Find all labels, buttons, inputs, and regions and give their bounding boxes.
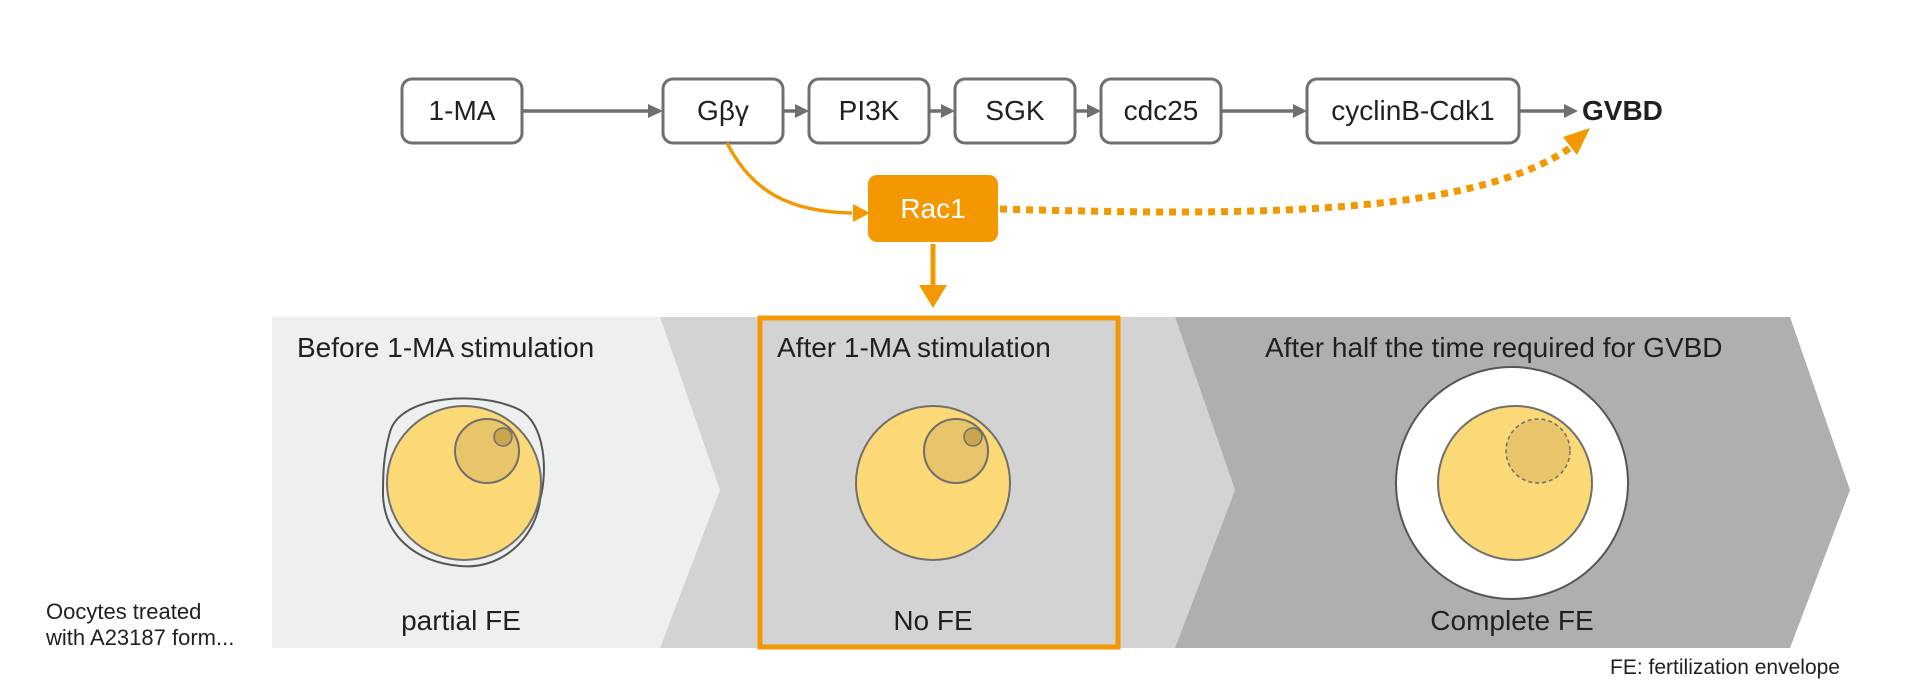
panel-caption-half-time: Complete FE	[1430, 605, 1593, 636]
arrowhead-icon	[919, 285, 947, 308]
node-label: 1-MA	[429, 95, 496, 126]
breaking-nucleus	[1505, 418, 1571, 484]
arrowhead-icon	[853, 204, 870, 222]
node-label: cdc25	[1124, 95, 1199, 126]
arrow-gbg-rac1	[725, 142, 853, 215]
node-label: cyclinB-Cdk1	[1331, 95, 1494, 126]
pathway-row: 1-MA Gβγ PI3K SGK cdc25 cyclinB-Cdk1 GVB…	[400, 77, 1663, 145]
panel-caption-after: No FE	[893, 605, 972, 636]
node-sgk: SGK	[953, 77, 1077, 145]
node-label: SGK	[985, 95, 1044, 126]
arrowhead-icon	[1563, 128, 1590, 155]
footnote: FE: fertilization envelope	[1610, 656, 1840, 679]
node-cyclinb-cdk1: cyclinB-Cdk1	[1305, 77, 1521, 145]
node-1ma: 1-MA	[400, 77, 524, 145]
side-label-line1: Oocytes treated	[46, 599, 201, 624]
nucleus	[454, 418, 520, 484]
oocyte-before	[381, 397, 545, 568]
node-gvbd: GVBD	[1582, 95, 1663, 126]
nucleolus	[493, 427, 513, 447]
node-rac1-label: Rac1	[900, 193, 965, 224]
node-rac1	[868, 175, 998, 242]
arrow-rac1-gvbd-dotted	[999, 145, 1572, 216]
side-label-line2: with A23187 form...	[45, 625, 234, 650]
panel-title-before: Before 1-MA stimulation	[297, 332, 594, 363]
panel-caption-before: partial FE	[401, 605, 521, 636]
highlight-frame	[757, 315, 1121, 650]
arrowhead-icon	[648, 104, 663, 118]
node-gbg: Gβγ	[661, 77, 785, 145]
rac1-branch: Rac1	[725, 128, 1590, 308]
node-cdc25: cdc25	[1099, 77, 1223, 145]
arrowhead-icon	[1087, 104, 1101, 118]
arrowhead-icon	[1564, 104, 1578, 118]
partial-envelope	[381, 397, 545, 568]
panel-title-after: After 1-MA stimulation	[777, 332, 1051, 363]
node-label: Gβγ	[697, 95, 749, 126]
arrowhead-icon	[795, 104, 809, 118]
oocyte-half-time	[1395, 366, 1629, 600]
panel-title-half-time: After half the time required for GVBD	[1265, 332, 1723, 363]
node-pi3k: PI3K	[807, 77, 931, 145]
oocyte-after	[855, 405, 1011, 561]
arrowhead-icon	[941, 104, 955, 118]
node-label: PI3K	[839, 95, 900, 126]
nucleolus	[963, 427, 983, 447]
arrowhead-icon	[1293, 104, 1307, 118]
nucleus	[923, 418, 989, 484]
